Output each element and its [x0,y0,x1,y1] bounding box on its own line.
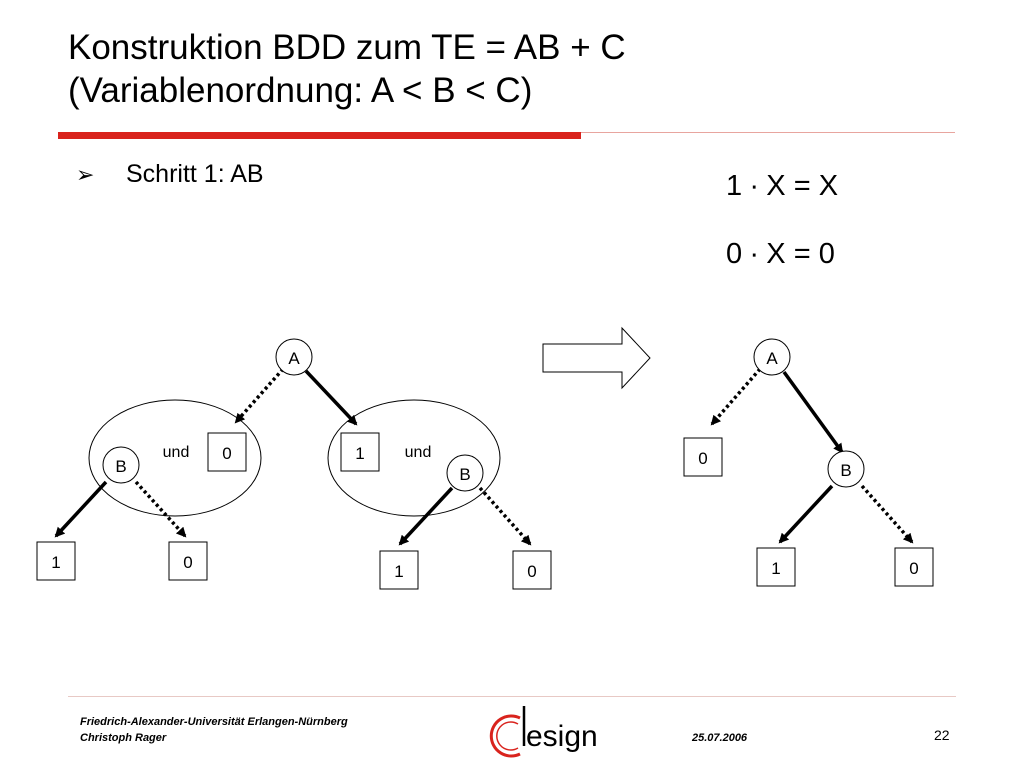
group-ellipse-left [88,399,262,517]
terminal-r-zero-b [894,547,934,587]
terminal-zero-left-label: 0 [183,553,192,572]
conjunction-label-left: und [163,444,190,461]
terminal-one-right [379,550,419,590]
terminal-zero-left [168,541,208,581]
terminal-one-group-right [340,432,380,472]
title-line-1: Konstruktion BDD zum TE = AB + C [68,28,626,67]
conjunction-label-right: und [405,444,432,461]
terminal-one-right-label: 1 [394,562,403,581]
edge-b-right-high [398,486,454,546]
edge-b-left-high [54,480,108,538]
footer-author: Christoph Rager [80,732,167,744]
terminal-zero-right [512,550,552,590]
equation-one-times-x: 1 ∙ X = X [726,170,839,202]
left-bdd: A B B 0 1 1 0 1 0 und und [36,338,552,590]
right-bdd: A B 0 1 0 [683,338,934,587]
terminal-r-zero-a [683,437,723,477]
terminal-r-zero-a-label: 0 [698,449,707,468]
node-b-result [827,450,865,488]
title-underline-thin [581,132,955,133]
terminal-one-left-label: 1 [51,553,60,572]
terminal-one-left [36,541,76,581]
edge-b-left-low-dashed [134,480,187,538]
edge-r-b-high [778,484,834,544]
footer-divider [68,696,956,697]
node-a-right [753,338,791,376]
edge-a-low-dashed [234,367,285,424]
title-underline [58,132,581,139]
edge-r-a-high [782,370,844,454]
edge-a-high [304,369,358,426]
node-b-right-label: B [459,465,470,484]
terminal-zero-group-left-label: 0 [222,444,231,463]
logo-text: esign [526,720,598,753]
page-number: 22 [934,727,950,743]
node-a-left-label: A [288,349,300,368]
terminal-r-one-b [756,547,796,587]
node-b-left-label: B [115,457,126,476]
design-logo: esign [489,706,598,758]
edge-r-a-low-dashed [710,367,762,426]
bullet-arrow-icon: ➢ [76,162,95,187]
transform-arrow-icon [542,326,651,390]
footer-university: Friedrich-Alexander-Universität Erlangen… [80,716,348,728]
logo-c-inner-icon [496,721,519,751]
title-line-2: (Variablenordnung: A < B < C) [68,71,533,110]
node-b-right [446,454,484,492]
terminal-zero-group-left [207,432,247,472]
node-a-right-label: A [766,349,778,368]
terminal-one-group-right-label: 1 [355,444,364,463]
node-b-left [102,446,140,484]
bullet-text: Schritt 1: AB [126,160,264,188]
node-b-result-label: B [840,461,851,480]
terminal-zero-right-label: 0 [527,562,536,581]
group-ellipse-right [327,399,501,517]
edge-r-b-low-dashed [860,484,914,544]
node-a-left [275,338,313,376]
logo-c-outer-icon [489,714,521,758]
terminal-r-one-b-label: 1 [771,559,780,578]
equation-zero-times-x: 0 ∙ X = 0 [726,238,835,270]
edge-b-right-low-dashed [478,486,532,546]
footer-date: 25.07.2006 [692,732,748,744]
terminal-r-zero-b-label: 0 [909,559,918,578]
page-title: Konstruktion BDD zum TE = AB + C (Variab… [68,26,626,112]
